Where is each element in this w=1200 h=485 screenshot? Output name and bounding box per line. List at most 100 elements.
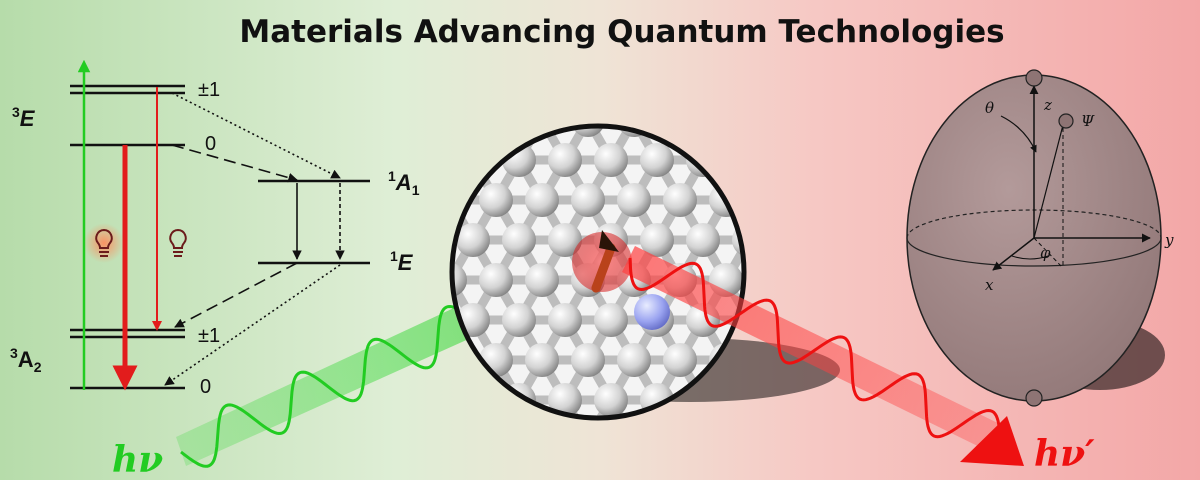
lattice-bond bbox=[703, 440, 726, 480]
label-z: z bbox=[1043, 96, 1052, 114]
level-label-plus-minus-1-ground: ±1 bbox=[198, 325, 220, 347]
lattice-bond bbox=[726, 440, 749, 480]
lattice-bond bbox=[452, 355, 478, 405]
lattice-bond bbox=[749, 240, 772, 280]
lattice-bond bbox=[795, 400, 818, 440]
lattice-bond bbox=[818, 200, 841, 240]
carbon-atom bbox=[801, 423, 835, 457]
lattice-bond bbox=[818, 120, 841, 160]
lattice-bond bbox=[721, 155, 744, 205]
lattice-bond bbox=[452, 395, 478, 418]
lattice-bond bbox=[491, 395, 524, 418]
lattice-bond bbox=[657, 80, 680, 120]
lattice-bond bbox=[450, 440, 473, 480]
lattice-bond bbox=[795, 160, 818, 200]
lattice-bond bbox=[795, 280, 818, 320]
carbon-atom bbox=[479, 126, 513, 137]
lattice-bond bbox=[381, 120, 404, 160]
term-label-3E: 3E bbox=[12, 104, 36, 131]
carbon-atom bbox=[663, 343, 697, 377]
lattice-bond bbox=[749, 200, 772, 240]
svg-text:3E: 3E bbox=[12, 104, 36, 131]
lattice-bond bbox=[772, 120, 795, 160]
carbon-atom bbox=[548, 383, 582, 417]
bloch-sphere: z y x θ φ Ψ bbox=[906, 69, 1174, 407]
south-pole bbox=[1025, 389, 1043, 407]
carbon-atom bbox=[686, 223, 720, 257]
carbon-atom bbox=[479, 183, 513, 217]
carbon-atom bbox=[502, 63, 536, 97]
lattice-bond bbox=[818, 440, 841, 480]
figure-title: Materials Advancing Quantum Technologies bbox=[239, 14, 1004, 50]
lattice-bond bbox=[496, 80, 519, 120]
outgoing-arrowhead bbox=[960, 416, 1024, 466]
carbon-atom bbox=[594, 383, 628, 417]
lattice-bond bbox=[749, 120, 772, 160]
carbon-atom bbox=[525, 423, 559, 457]
carbon-atom bbox=[410, 383, 444, 417]
incoming-photon-label: hν bbox=[112, 439, 163, 480]
carbon-atom bbox=[502, 303, 536, 337]
lattice-bond bbox=[634, 440, 657, 480]
svg-text:1A1: 1A1 bbox=[388, 168, 420, 198]
carbon-atom bbox=[410, 143, 444, 177]
lattice-bond bbox=[542, 440, 565, 480]
lattice-bond bbox=[452, 155, 478, 205]
state-point bbox=[1058, 113, 1074, 129]
carbon-atom bbox=[456, 143, 490, 177]
carbon-atom bbox=[456, 63, 490, 97]
lattice-bond bbox=[726, 80, 749, 120]
carbon-atom bbox=[525, 183, 559, 217]
carbon-atom bbox=[594, 63, 628, 97]
carbon-atom bbox=[617, 183, 651, 217]
carbon-atom bbox=[778, 143, 812, 177]
carbon-atom bbox=[686, 63, 720, 97]
energy-level-diagram: ±1 0 ±1 0 3E 3A2 1A1 1E bbox=[10, 59, 420, 398]
lattice-bond bbox=[657, 440, 680, 480]
carbon-atom bbox=[410, 63, 444, 97]
north-pole bbox=[1025, 69, 1043, 87]
carbon-atom bbox=[778, 63, 812, 97]
level-label-0-ground: 0 bbox=[200, 376, 211, 398]
carbon-atom bbox=[617, 343, 651, 377]
lattice-bond bbox=[841, 160, 864, 200]
x-axis bbox=[992, 237, 1035, 271]
carbon-atom bbox=[824, 143, 858, 177]
carbon-atom bbox=[387, 103, 421, 137]
lattice-bond bbox=[841, 80, 864, 120]
lattice-bond bbox=[795, 200, 818, 240]
svg-text:1E: 1E bbox=[390, 248, 414, 275]
level-label-0-excited: 0 bbox=[205, 133, 216, 155]
lattice-bond bbox=[795, 120, 818, 160]
lattice-bond bbox=[795, 440, 818, 480]
carbon-atom bbox=[525, 263, 559, 297]
lattice-bond bbox=[795, 240, 818, 280]
carbon-atom bbox=[824, 303, 858, 337]
carbon-atom bbox=[548, 143, 582, 177]
lattice-bond bbox=[468, 395, 501, 418]
carbon-atom bbox=[732, 63, 766, 97]
lattice-bond bbox=[818, 240, 841, 280]
carbon-atom bbox=[452, 126, 467, 137]
carbon-atom bbox=[824, 63, 858, 97]
lattice-bond bbox=[452, 155, 455, 205]
triplet-excited-levels bbox=[70, 84, 185, 147]
lattice-bond bbox=[772, 200, 795, 240]
carbon-atom bbox=[571, 126, 605, 137]
carbon-atom bbox=[755, 183, 789, 217]
carbon-atom bbox=[755, 103, 789, 137]
carbon-atom bbox=[452, 263, 467, 297]
lattice-bond bbox=[749, 80, 772, 120]
svg-text:3A2: 3A2 bbox=[10, 345, 42, 375]
carbon-atom bbox=[548, 63, 582, 97]
lattice-bond bbox=[772, 160, 795, 200]
carbon-atom bbox=[663, 423, 697, 457]
carbon-atom bbox=[663, 126, 697, 137]
carbon-atom bbox=[617, 423, 651, 457]
lattice-bond bbox=[749, 440, 772, 480]
lattice-bond bbox=[611, 440, 634, 480]
lattice-bond bbox=[452, 235, 455, 285]
carbon-atom bbox=[479, 423, 513, 457]
lattice-bond bbox=[519, 80, 542, 120]
